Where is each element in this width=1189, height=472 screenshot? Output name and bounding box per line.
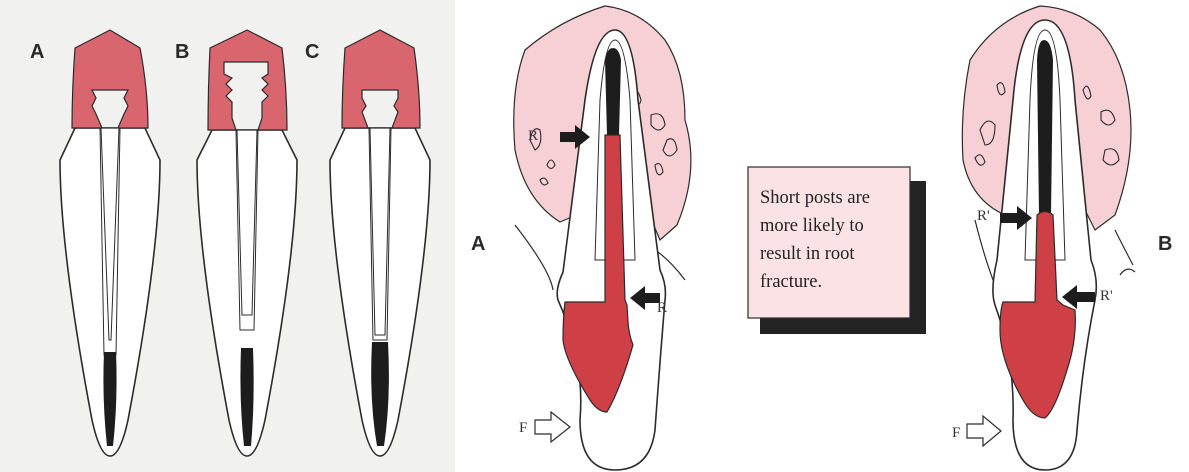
- figure-label-c: C: [305, 41, 319, 63]
- panel-b-marker-bottom: R': [1100, 288, 1113, 304]
- panel-b-force-arrow: [967, 416, 1001, 446]
- panel-a-label: A: [471, 233, 485, 255]
- tooth-a: A: [30, 30, 160, 456]
- panel-b-label: B: [1158, 233, 1172, 255]
- tooth-b: B: [175, 30, 297, 456]
- panel-a-marker-top: R: [528, 128, 538, 144]
- post-core-comparison-figure: A B C: [0, 0, 455, 472]
- callout-box: Short posts are more likely to result in…: [748, 167, 926, 334]
- panel-b-gutta-percha: [1037, 40, 1053, 215]
- callout-line-3: result in root: [760, 244, 855, 264]
- tooth-c-crown: [342, 30, 420, 128]
- callout-line-1: Short posts are: [760, 188, 870, 208]
- tooth-b-crown: [208, 30, 287, 130]
- tooth-c: C: [305, 30, 430, 456]
- panel-a-gutta-percha: [605, 48, 621, 135]
- panel-b-marker-top: R': [977, 208, 990, 224]
- post-length-fracture-figure: R R F A Short posts are more likely to r…: [455, 0, 1189, 472]
- panel-a-force-arrow: [535, 412, 570, 442]
- post-length-diagram: R R F A Short posts are more likely to r…: [455, 0, 1189, 472]
- callout-line-2: more likely to: [760, 216, 864, 236]
- panel-b-force-label: F: [952, 425, 960, 441]
- panel-a-force-label: F: [519, 420, 527, 436]
- tooth-a-crown: [72, 30, 148, 128]
- figure-label-b: B: [175, 41, 189, 63]
- panel-b: R' R' F B: [952, 6, 1172, 470]
- callout-line-4: fracture.: [760, 272, 822, 292]
- post-core-diagram: A B C: [0, 0, 455, 472]
- panel-a-marker-bottom: R: [657, 300, 667, 316]
- figure-label-a: A: [30, 41, 44, 63]
- panel-a: R R F A: [471, 6, 691, 470]
